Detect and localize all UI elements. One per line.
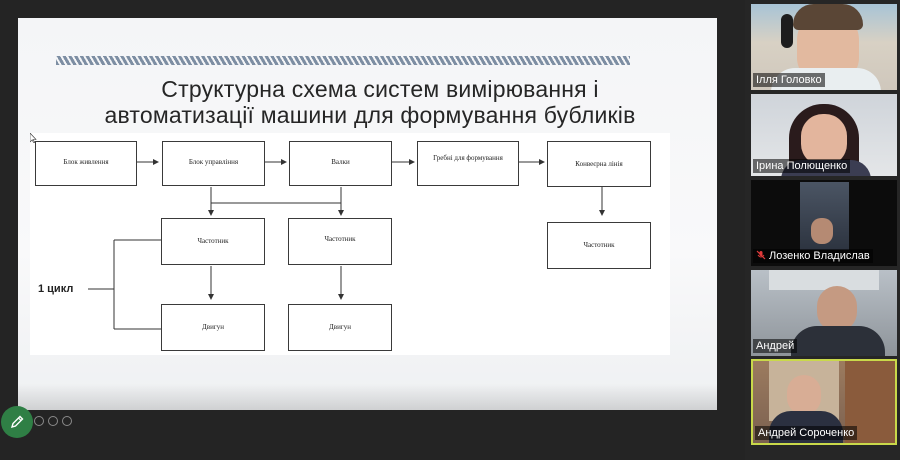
block-freq3-label: Частотник [583,241,615,249]
mic-off-icon [756,250,766,260]
participant-tile[interactable]: Ілля Головко [751,4,897,90]
block-rollers-label: Валки [331,158,350,166]
participant-tile[interactable]: Андрей [751,270,897,356]
block-power-label: Блок живлення [63,158,109,166]
participant-name: Ірина Полющенко [753,159,851,173]
mini-tool-2[interactable] [48,416,58,426]
participant-name-row: Лозенко Владислав [753,249,873,263]
participant-tile[interactable]: Лозенко Владислав [751,180,897,266]
diagram-connectors [88,159,605,330]
block-frequency-converter-3: Частотник [547,222,651,269]
participant-tile[interactable]: Ірина Полющенко [751,94,897,176]
slide-bottom-shade [18,384,717,410]
block-control-unit: Блок управління [162,141,265,186]
block-frequency-converter-1: Частотник [161,218,265,265]
cursor-icon [30,133,37,143]
block-motor-2: Двигун [288,304,392,351]
participant-video [751,180,897,266]
mini-tool-1[interactable] [34,416,44,426]
participant-tile-active[interactable]: Андрей Сороченко [751,359,897,445]
block-motor2-label: Двигун [329,323,351,331]
block-conveyor-line: Конвеєрна лінія [547,141,651,187]
slide-title-line1: Структурна схема систем вимірювання і [161,76,599,102]
block-rollers: Валки [289,141,392,186]
slide-title-line2: автоматизації машини для формування бубл… [104,102,636,128]
block-motor-1: Двигун [161,304,265,351]
block-control-label: Блок управління [188,158,239,166]
participant-name: Лозенко Владислав [769,250,870,262]
annotate-button[interactable] [1,406,33,438]
slide-mini-toolbar [34,416,72,426]
block-freq2-label: Частотник [324,235,356,243]
structure-diagram: Блок живлення Блок управління Валки Греб… [30,133,670,355]
block-power-supply: Блок живлення [35,141,137,186]
block-conveyor-label: Конвеєрна лінія [575,160,623,168]
block-combs-label: Гребні для формування [433,154,503,162]
block-freq1-label: Частотник [197,237,229,245]
block-frequency-converter-2: Частотник [288,218,392,265]
participant-name: Андрей [753,339,798,353]
cycle-label: 1 цикл [38,283,74,295]
participant-name: Андрей Сороченко [755,426,858,440]
block-forming-combs: Гребні для формування [417,141,519,186]
decorative-stripe [56,56,630,65]
pen-icon [10,415,24,429]
shared-screen: Структурна схема систем вимірювання і ав… [1,18,717,438]
mini-tool-3[interactable] [62,416,72,426]
block-motor1-label: Двигун [202,323,224,331]
participant-name: Ілля Головко [753,73,825,87]
